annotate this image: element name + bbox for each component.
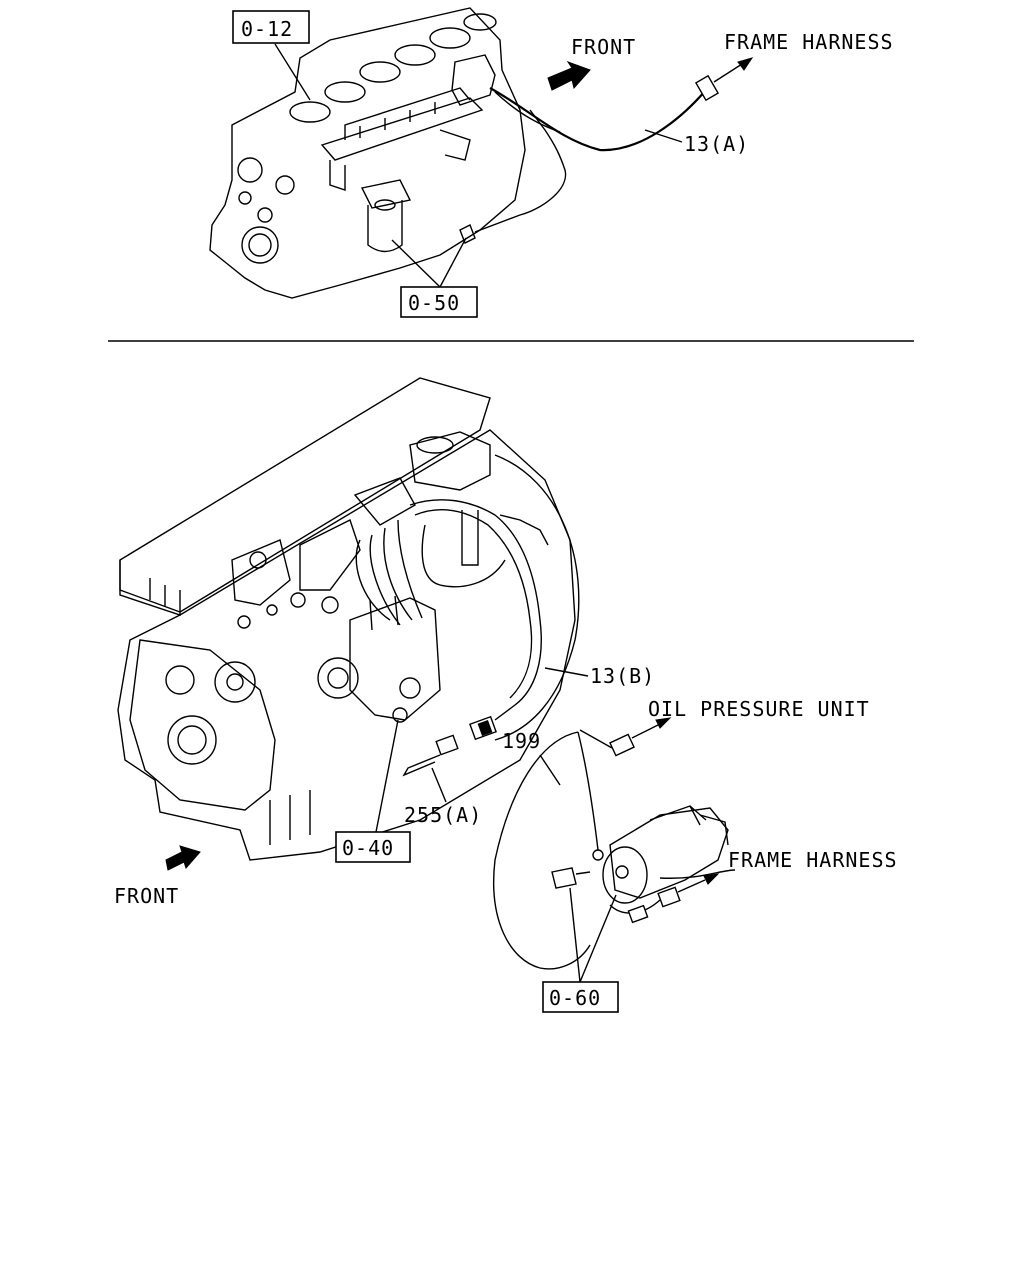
top-frame-harness-label: FRAME HARNESS bbox=[724, 30, 894, 54]
starter-box: 0-60 bbox=[542, 887, 619, 1013]
bottom-front-label: FRONT bbox=[114, 884, 179, 908]
top-ref-box: 0-12 bbox=[232, 10, 311, 101]
pump-box-label: 0-40 bbox=[342, 836, 394, 860]
starter-box-label: 0-60 bbox=[549, 986, 601, 1010]
bottom-harness-callout: 13(B) bbox=[544, 664, 655, 688]
top-ref-box-label: 0-12 bbox=[241, 17, 293, 41]
sensor-255a bbox=[402, 734, 459, 777]
bottom-front-arrow bbox=[165, 845, 201, 871]
top-harness-callout: 13(A) bbox=[644, 129, 749, 156]
oil-pressure-unit-label: OIL PRESSURE UNIT bbox=[648, 697, 870, 721]
bottom-harness-part-label: 13(B) bbox=[590, 664, 655, 688]
top-harness-part-label: 13(A) bbox=[684, 132, 749, 156]
cable-part-label: 199 bbox=[502, 729, 541, 753]
starter-motor bbox=[602, 805, 736, 924]
top-engine-block bbox=[209, 7, 526, 299]
top-front-arrow bbox=[547, 61, 591, 91]
top-sensor-box: 0-50 bbox=[391, 237, 478, 318]
harness-13b bbox=[409, 499, 549, 741]
harness-13a bbox=[474, 57, 754, 233]
sensor-255a-callout: 255(A) bbox=[404, 767, 482, 827]
cable-199-callout: 199 bbox=[502, 729, 561, 786]
sensor-part-label: 255(A) bbox=[404, 803, 482, 827]
bolt-0-60 bbox=[551, 867, 591, 889]
pump-box: 0-40 bbox=[335, 719, 411, 863]
top-sensor-box-label: 0-50 bbox=[408, 291, 460, 315]
bottom-engine bbox=[117, 377, 580, 861]
bottom-frame-harness-label: FRAME HARNESS bbox=[728, 848, 898, 872]
top-front-label: FRONT bbox=[571, 35, 636, 59]
cable-199 bbox=[493, 717, 672, 970]
